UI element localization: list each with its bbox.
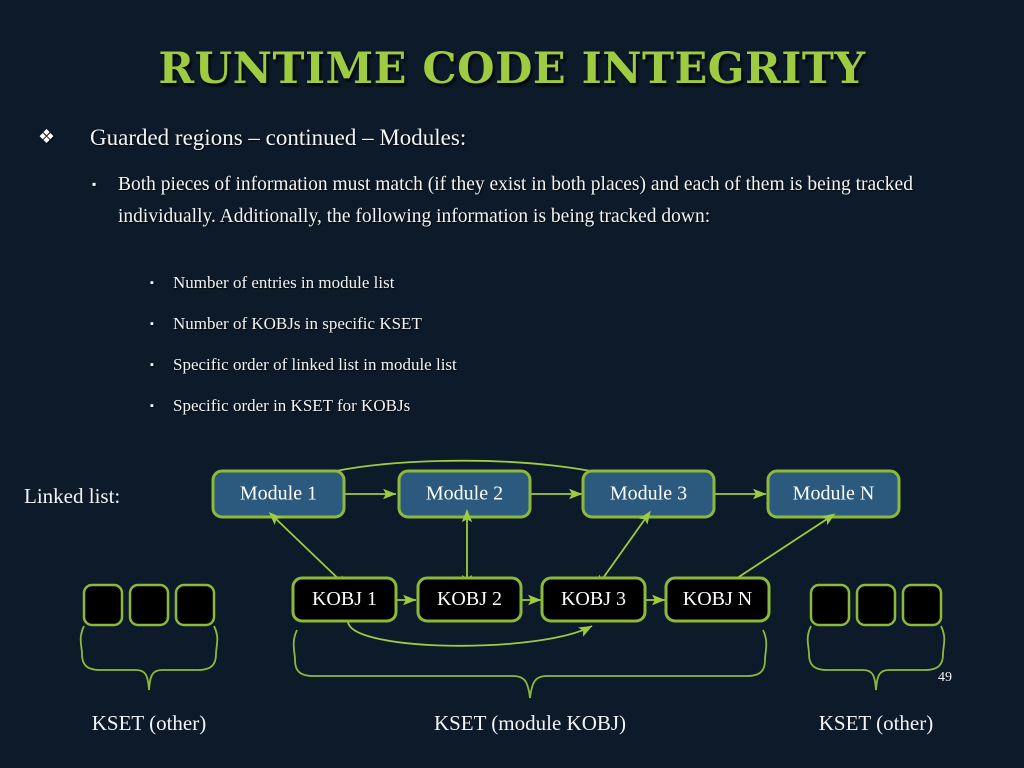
list-item-label: Specific order in KSET for KOBJs — [173, 396, 411, 416]
page-title: RUNTIME CODE INTEGRITY — [158, 44, 866, 94]
square-bullet-icon: ▪ — [150, 359, 154, 372]
module-node-2-label: Module 2 — [426, 483, 503, 505]
list-item: ▪ Number of KOBJs in specific KSET — [150, 313, 910, 336]
list-item: ▪ Number of entries in module list — [150, 272, 910, 295]
bullet-level2: ▪ Both pieces of information must match … — [92, 169, 972, 232]
list-item-label: Specific order of linked list in module … — [173, 355, 457, 375]
kobj-node-1[interactable]: KOBJ 1 — [291, 576, 398, 623]
kobj-node-3-box[interactable] — [540, 576, 647, 623]
square-bullet-icon: ▪ — [150, 318, 154, 331]
kset-center-brace — [292, 629, 768, 699]
kset-left-slot-1[interactable] — [82, 583, 124, 627]
kobj-node-2[interactable]: KOBJ 2 — [416, 576, 523, 623]
kobj-node-n-box[interactable] — [664, 576, 771, 623]
kset-left-brace — [79, 625, 219, 691]
bullet-level3-list: ▪ Number of entries in module list ▪ Num… — [150, 272, 910, 436]
module-node-n[interactable]: Module N — [766, 469, 901, 519]
list-item-label: Number of KOBJs in specific KSET — [173, 314, 422, 334]
module-kobj-diagram: Linked list: Module 1 Module 2 Module 3 — [0, 440, 1024, 768]
kobj-node-3[interactable]: KOBJ 3 — [540, 576, 647, 623]
diamond-bullet-icon: ❖ — [38, 127, 56, 148]
linked-list-label: Linked list: — [24, 484, 120, 508]
module-node-2[interactable]: Module 2 — [397, 469, 532, 519]
module-node-1-label: Module 1 — [240, 483, 317, 505]
list-item: ▪ Specific order in KSET for KOBJs — [150, 395, 910, 418]
kset-right-slots — [809, 583, 943, 627]
list-item-label: Number of entries in module list — [173, 273, 395, 292]
kset-right-slot-2[interactable] — [855, 583, 897, 627]
module-node-3-label: Module 3 — [610, 483, 687, 505]
bullet-level1-text: Guarded regions – continued – Modules: — [90, 125, 467, 150]
arrow-kobj1-to-kobj3 — [347, 621, 593, 647]
module-node-n-label: Module N — [793, 483, 875, 505]
kobj-node-n[interactable]: KOBJ N — [664, 576, 771, 623]
list-item: ▪ Specific order of linked list in modul… — [150, 354, 910, 377]
kset-left-slot-2[interactable] — [128, 583, 170, 627]
square-bullet-icon: ▪ — [150, 400, 154, 413]
kobj-node-1-label: KOBJ 1 — [312, 588, 377, 610]
kset-left-slot-3[interactable] — [174, 583, 216, 627]
kset-right-brace — [806, 625, 946, 691]
kobj-node-2-label: KOBJ 2 — [437, 588, 502, 610]
bullet-level2-text: Both pieces of information must match (i… — [118, 174, 913, 227]
kset-right-slot-3[interactable] — [901, 583, 943, 627]
kset-right-slot-1[interactable] — [809, 583, 851, 627]
kset-left-slots — [82, 583, 216, 627]
diagram-svg: Linked list: Module 1 Module 2 Module 3 — [24, 459, 946, 735]
kobj-node-1-box[interactable] — [291, 576, 398, 623]
kobj-node-3-label: KOBJ 3 — [561, 588, 626, 610]
module-node-3[interactable]: Module 3 — [581, 469, 716, 519]
bullet-level1: ❖ Guarded regions – continued – Modules: — [38, 124, 978, 153]
kobj-node-n-label: KOBJ N — [683, 588, 752, 610]
kset-center-label: KSET (module KOBJ) — [434, 711, 626, 735]
kset-right-label: KSET (other) — [819, 711, 934, 735]
slide-number: 49 — [938, 670, 952, 685]
square-bullet-icon: ▪ — [150, 277, 154, 289]
square-bullet-icon: ▪ — [92, 177, 97, 191]
kobj-node-2-box[interactable] — [416, 576, 523, 623]
module-node-1[interactable]: Module 1 — [211, 469, 346, 519]
kset-left-label: KSET (other) — [92, 711, 207, 735]
